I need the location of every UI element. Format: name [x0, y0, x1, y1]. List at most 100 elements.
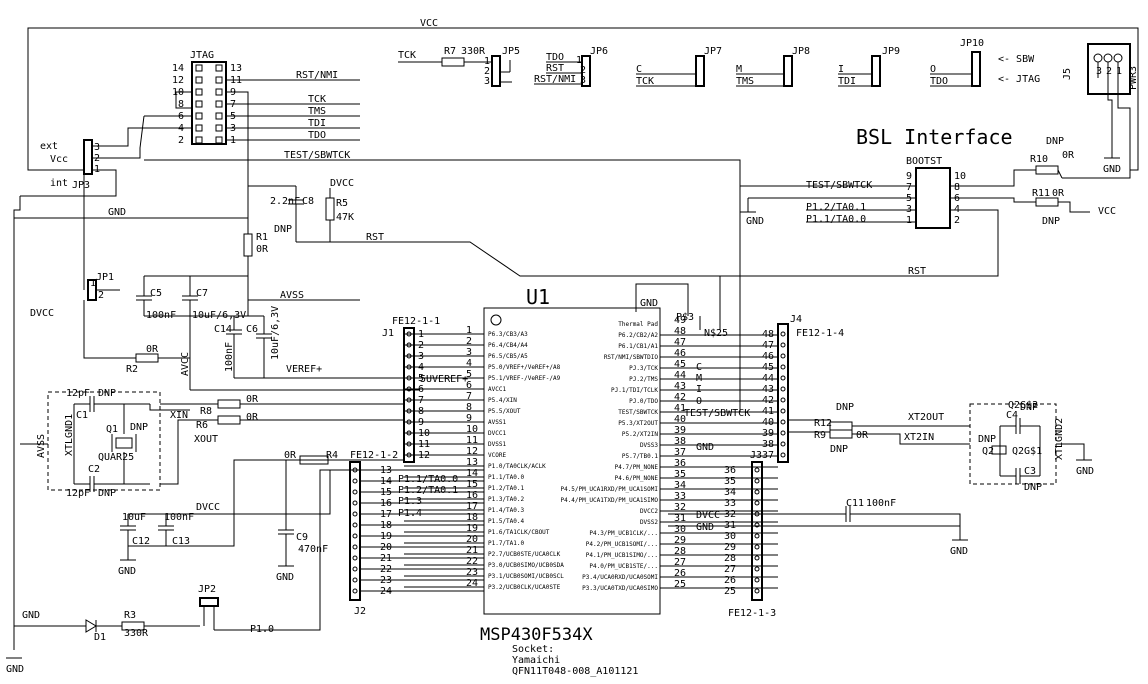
jp5-label: JP5: [502, 46, 520, 57]
jp8-jumper: JP8 M TMS: [736, 46, 810, 87]
jp5-jumper: TCK R7 330R JP5 1 2 3: [398, 46, 520, 87]
c5-label: C5: [150, 288, 162, 299]
jp3-jumper: ext Vcc int JP3 3 2 1: [13, 115, 145, 650]
r5-value: 47K: [336, 212, 354, 223]
jp10-arrow-sbw: <- SBW: [998, 54, 1035, 65]
c2-value: 12pF: [66, 488, 90, 499]
r11-value: 0R: [1052, 188, 1065, 199]
bsl-test: TEST/SBWTCK: [806, 180, 872, 191]
j3-pin: [754, 467, 760, 473]
c11-gnd: GND: [950, 546, 968, 557]
r9-value: 0R: [856, 430, 869, 441]
r8-value: 0R: [246, 394, 259, 405]
test-line: TEST/SBWTCK: [144, 150, 900, 412]
j3-pin-num: 26: [724, 575, 736, 586]
jtag-pin-left: [195, 124, 203, 132]
jp9-jumper: JP9 I TDI: [838, 46, 900, 87]
c14-label: C14: [214, 324, 232, 335]
u1-left-pin-num: 17: [466, 501, 478, 512]
u1-left-pin-name: P1.1/TA0.0: [488, 474, 525, 481]
u1-left-pin-name: P3.0/UCB0SIMO/UCB0SDA: [488, 562, 564, 569]
d1-label: D1: [94, 632, 106, 643]
u1-left-pin-num: 5: [466, 369, 472, 380]
r6-label: R6: [196, 420, 208, 431]
j4-pin-num: 40: [762, 417, 774, 428]
jp9-label: JP9: [882, 46, 900, 57]
u1-right-pin-num: 40: [674, 414, 686, 425]
u1-right-pin-num: 39: [674, 425, 686, 436]
j3-pin: [754, 566, 760, 572]
u1-left-pin-num: 13: [466, 457, 478, 468]
u1-left-pin-name: P3.1/UCB0SOMI/UCB0SCL: [488, 573, 564, 580]
u1-left-pin-num: 19: [466, 523, 478, 534]
jtag-pin14: 14: [172, 63, 184, 74]
jtag-header: JTAG 14 12 10 8 6 4 2 13 11 9 7 5 3 1 RS…: [92, 50, 360, 180]
r5-label: R5: [336, 198, 348, 209]
u1-right-pin-name: P5.2/XT2IN: [622, 431, 659, 438]
c3-label: C3: [1024, 466, 1036, 477]
j2-pin: [352, 555, 358, 561]
j5-connector: 3 2 1 J5 PWR3 GND: [1062, 43, 1139, 179]
u1-right-pin-name: P5.3/XT2OUT: [618, 420, 658, 427]
u1-right-pin-num: 33: [674, 491, 686, 502]
xt2-gnd: GND: [1076, 466, 1094, 477]
j4-pin-num: 38: [762, 439, 774, 450]
j4-pin-num: 46: [762, 351, 774, 362]
q2-c: Q2G$2: [1008, 400, 1038, 411]
c11-cap: C11 100nF GND: [668, 498, 968, 557]
j4-pin: [780, 397, 786, 403]
j3-pin: [754, 478, 760, 484]
j4-pin-num: 41: [762, 406, 774, 417]
r4-c9: 0R R4 C9 470nF GND: [276, 450, 404, 583]
c2-dnp: DNP: [98, 488, 116, 499]
u1-left-pin-num: 12: [466, 446, 478, 457]
j2-pin-num: 24: [380, 586, 392, 597]
u1-right-pin-name: PJ.3/TCK: [629, 365, 658, 372]
u1-right-pin-name: PJ.2/TMS: [629, 376, 658, 383]
j2-pin: [352, 500, 358, 506]
j2-pin-num: 13: [380, 465, 392, 476]
u1-left-pin-num: 7: [466, 391, 472, 402]
j2-pin: [352, 577, 358, 583]
jp7-label: JP7: [704, 46, 722, 57]
c3-dnp: DNP: [1024, 482, 1042, 493]
bootst-label: BOOTST: [906, 156, 942, 167]
j4-label: J4: [790, 314, 802, 325]
avss-label: AVSS: [280, 290, 304, 301]
j3-pin-num: 34: [724, 487, 736, 498]
u1-left-pin-num: 6: [466, 380, 472, 391]
xin-label: XIN: [170, 410, 188, 421]
j3-pin-num: 36: [724, 465, 736, 476]
r11-label: R11: [1032, 188, 1050, 199]
u1-right-pin-name: P4.2/PM_UCB1SOMI/...: [586, 541, 658, 548]
u1-right-pin-name: P3.4/UCA0RXD/UCA0SOMI: [582, 574, 658, 581]
u1-left-pin-name: P5.5/XOUT: [488, 408, 521, 415]
jtag-pin-right: [215, 88, 223, 96]
u1-right-pin-name: P5.7/TB0.1: [622, 453, 659, 460]
c12-c13: DVCC 10uF C12 100nF C13 GND: [118, 459, 404, 577]
jp1-label: JP1: [96, 272, 114, 283]
r3-label: R3: [124, 610, 136, 621]
r4-label: R4: [326, 450, 338, 461]
xtlgnd1-label: XTLGND1: [64, 414, 75, 456]
jp3-pin3: 3: [94, 142, 100, 153]
j2-label: J2: [354, 606, 366, 617]
bsl-vcc: VCC: [1098, 206, 1116, 217]
j3-pin-num: 29: [724, 542, 736, 553]
bsl-title: BSL Interface: [856, 125, 1013, 149]
j3-dvcc: DVCC: [696, 510, 720, 521]
j4-pin: [780, 430, 786, 436]
c14-c6: C14 100nF C6 10uF/6,3V VEREF+ 5UVEREF+ 0…: [126, 306, 468, 391]
r9-label: R9: [814, 430, 826, 441]
j2-sig-p13: P1.3: [398, 496, 422, 507]
bsl-rst: RST: [908, 266, 926, 277]
j3-part: FE12-1-3: [728, 608, 776, 619]
c8-r5-block: 2.2nF C8 DNP DVCC R5 47K RST R1 0R: [243, 178, 721, 330]
jp9-sig-i: I: [838, 64, 844, 75]
xt2in-label: XT2IN: [904, 432, 934, 443]
c6-label: C6: [246, 324, 258, 335]
j4-pin: [780, 386, 786, 392]
u1-left-pin-num: 24: [466, 578, 478, 589]
bootst-pin9: 9: [906, 171, 912, 182]
r10-label: R10: [1030, 154, 1048, 165]
